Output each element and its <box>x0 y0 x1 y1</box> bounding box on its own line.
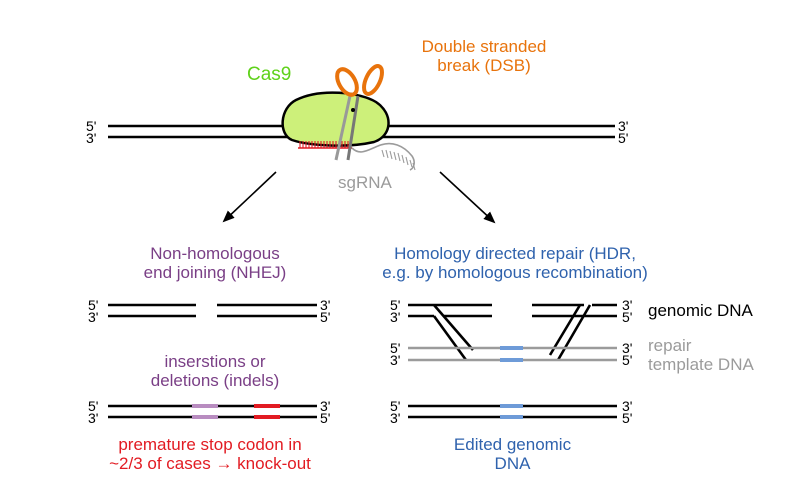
nhej-title-line1: Non-homologous <box>150 244 280 263</box>
hdr-title-line2: e.g. by homologous recombination) <box>382 262 648 282</box>
nhej-title-line2: end joining (NHEJ) <box>143 262 287 282</box>
dsb-label: Double stranded break (DSB) <box>404 37 564 75</box>
nhej-repaired-end-3-right: 3' <box>320 398 330 414</box>
nhej-outcome-line1: premature stop codon in <box>118 435 302 454</box>
edited-dna-line2: DNA <box>494 453 531 473</box>
hdr-title-line1: Homology directed repair (HDR, <box>394 244 636 263</box>
nhej-title: Non-homologous end joining (NHEJ) <box>110 244 320 282</box>
repair-template-label: repair template DNA <box>648 336 754 374</box>
hdr-edited-dna <box>408 404 617 419</box>
nhej-repaired-end-3-left: 3' <box>88 410 98 426</box>
genomic-dna-label: genomic DNA <box>648 301 753 320</box>
indels-label-line1: inserstions or <box>164 352 266 371</box>
hdr-template-end-3-left: 3' <box>390 352 400 368</box>
top-end-3-right: 3' <box>618 118 628 134</box>
hdr-genomic-end-5-right: 5' <box>622 309 632 325</box>
hdr-edited-end-5-left: 5' <box>390 398 400 414</box>
top-end-5-left: 5' <box>86 118 96 134</box>
edited-dna-line1: Edited genomic <box>453 435 572 454</box>
nhej-repaired-end-5-right: 5' <box>320 410 330 426</box>
edited-dna-label: Edited genomic DNA <box>420 435 605 473</box>
nhej-break-end-3-left: 3' <box>88 309 98 325</box>
nhej-outcome-label: premature stop codon in ~2/3 of cases → … <box>85 435 335 473</box>
top-end-5-right: 5' <box>618 130 628 146</box>
top-end-3-left: 3' <box>86 130 96 146</box>
indels-label-line2: deletions (indels) <box>150 370 280 390</box>
dsb-label-line1: Double stranded <box>421 37 547 56</box>
hdr-template-end-3-right: 3' <box>622 340 632 356</box>
nhej-outcome-line2: ~2/3 of cases → knock-out <box>109 453 311 473</box>
hdr-genomic-end-3-right: 3' <box>622 297 632 313</box>
cas9-protein-blob <box>281 91 390 147</box>
arrow-down-left-icon <box>222 171 277 223</box>
hdr-template-end-5-right: 5' <box>622 352 632 368</box>
hdr-edited-end-5-right: 5' <box>622 410 632 426</box>
hdr-edited-end-3-left: 3' <box>390 410 400 426</box>
sgrna-scaffold <box>351 142 416 171</box>
hdr-edited-end-3-right: 3' <box>622 398 632 414</box>
nhej-repaired-end-5-left: 5' <box>88 398 98 414</box>
cas9-label: Cas9 <box>247 64 292 85</box>
hdr-genomic-end-5-left: 5' <box>390 297 400 313</box>
nhej-broken-dna <box>108 303 317 318</box>
nhej-break-end-3-right: 3' <box>320 297 330 313</box>
nhej-break-end-5-right: 5' <box>320 309 330 325</box>
hdr-template-end-5-left: 5' <box>390 340 400 356</box>
dsb-label-line2: break (DSB) <box>437 55 531 75</box>
repair-template-line1: repair <box>648 336 692 355</box>
sgrna-label: sgRNA <box>338 173 392 192</box>
nhej-repaired-dna <box>108 404 317 419</box>
hdr-repair-template <box>408 346 617 362</box>
indels-label: inserstions or deletions (indels) <box>115 352 315 390</box>
nhej-break-end-5-left: 5' <box>88 297 98 313</box>
hdr-genomic-dna <box>408 303 617 361</box>
scissors-icon <box>334 64 384 161</box>
repair-template-line2: template DNA <box>648 354 754 374</box>
arrow-down-right-icon <box>439 171 496 224</box>
hdr-title: Homology directed repair (HDR, e.g. by h… <box>365 244 665 282</box>
sgrna-guide-hybrid <box>298 141 352 149</box>
hdr-genomic-end-3-left: 3' <box>390 309 400 325</box>
